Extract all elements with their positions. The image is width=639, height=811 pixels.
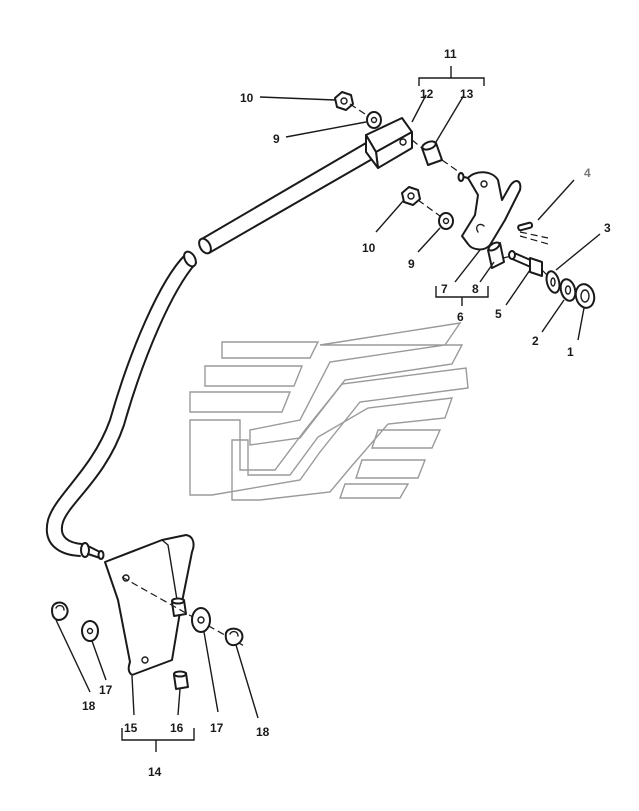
clip-18-left — [51, 601, 69, 621]
callout-5: 5 — [495, 307, 502, 321]
callout-1: 1 — [567, 345, 574, 359]
bushing-16-upper — [171, 597, 187, 617]
washer-9-top — [366, 111, 382, 129]
lower-plate — [104, 534, 195, 676]
nut-10-top — [334, 91, 354, 111]
callout-13: 13 — [460, 87, 474, 101]
callout-10-top: 10 — [240, 91, 254, 105]
washer-3 — [545, 270, 561, 294]
callout-14: 14 — [148, 765, 162, 779]
callout-6: 6 — [457, 310, 464, 324]
callout-12: 12 — [420, 87, 434, 101]
alignment-line-lower — [121, 576, 247, 648]
watermark-logo — [189, 322, 469, 501]
bolt-5 — [508, 250, 543, 277]
bracket-6 — [435, 286, 489, 306]
callout-2: 2 — [532, 334, 539, 348]
callout-9-mid: 9 — [408, 257, 415, 271]
callout-17-left: 17 — [99, 683, 113, 697]
bushing-16-lower — [173, 670, 189, 690]
key-4 — [517, 221, 534, 232]
callout-7: 7 — [441, 282, 448, 296]
callout-3: 3 — [604, 221, 611, 235]
callout-15: 15 — [124, 721, 138, 735]
washer-17-left — [81, 620, 99, 642]
nut-1 — [574, 283, 596, 309]
bellcrank-plate — [457, 171, 522, 251]
clip-18-right — [224, 627, 244, 647]
callout-18-right: 18 — [256, 725, 270, 739]
callout-10-mid: 10 — [362, 241, 376, 255]
leader-lines — [55, 94, 601, 719]
callout-9-top: 9 — [273, 132, 280, 146]
washer-17-right — [191, 607, 211, 633]
alignment-lines-upper — [349, 103, 549, 277]
bushing-13 — [421, 140, 443, 166]
callout-11: 11 — [444, 47, 457, 61]
rod-lower — [45, 250, 197, 560]
nut-10-mid — [401, 186, 421, 206]
callout-17-right: 17 — [210, 721, 224, 735]
callout-labels: 11 12 13 10 9 4 3 10 9 7 8 6 5 2 1 18 17… — [82, 47, 611, 779]
callout-16: 16 — [170, 721, 184, 735]
callout-18-left: 18 — [82, 699, 96, 713]
washer-9-mid — [438, 212, 454, 230]
bracket-11 — [418, 66, 485, 86]
bracket-14 — [121, 728, 195, 752]
rod-upper — [198, 142, 375, 255]
callout-8: 8 — [472, 282, 479, 296]
washer-2 — [559, 278, 577, 302]
callout-4: 4 — [584, 166, 591, 180]
clamp-block — [365, 117, 413, 169]
pin-8 — [487, 241, 505, 269]
